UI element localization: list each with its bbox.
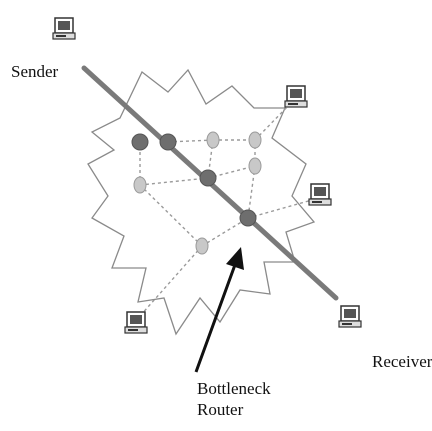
bottleneck-label-line1: Bottleneck bbox=[197, 379, 271, 398]
light-router-node bbox=[248, 131, 262, 149]
dark-router-node bbox=[131, 133, 149, 151]
computer-icon bbox=[308, 183, 332, 206]
network-cloud bbox=[87, 68, 316, 336]
bottleneck-label-line2: Router bbox=[197, 400, 244, 419]
bottleneck-router-node bbox=[239, 209, 257, 227]
computer-icon bbox=[124, 311, 148, 334]
sender-label: Sender bbox=[11, 62, 59, 81]
dark-routers bbox=[131, 133, 257, 227]
bottleneck-router-label: Bottleneck Router bbox=[197, 378, 271, 420]
bottleneck-arrow bbox=[194, 247, 244, 373]
receiver-label: Receiver bbox=[372, 352, 432, 371]
dark-router-node bbox=[159, 133, 177, 151]
light-routers bbox=[133, 131, 262, 255]
light-router-node bbox=[195, 237, 209, 255]
dark-router-node bbox=[199, 169, 217, 187]
computer-icon bbox=[284, 85, 308, 108]
computer-icon bbox=[338, 305, 362, 328]
light-router-node bbox=[133, 176, 147, 194]
light-router-node bbox=[248, 157, 262, 175]
light-router-node bbox=[206, 131, 220, 149]
computer-icon bbox=[52, 17, 76, 40]
